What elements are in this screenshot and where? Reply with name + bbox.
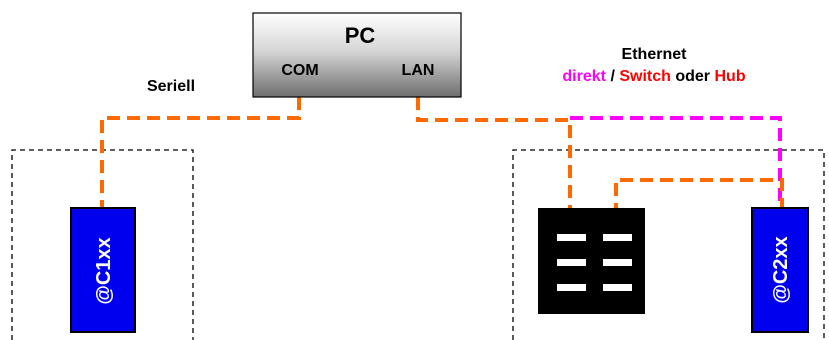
pc-port-lan: LAN <box>402 62 435 79</box>
pc-port-com: COM <box>281 62 318 79</box>
switch-port <box>557 234 586 241</box>
switch-port <box>557 259 586 266</box>
serial-label: Seriell <box>147 78 195 95</box>
pc-box: PC COM LAN <box>252 12 462 98</box>
pc-title: PC <box>345 23 376 48</box>
device-left-label: @C1xx <box>93 237 115 304</box>
switch-port <box>603 259 632 266</box>
option-direct: direkt <box>562 68 606 85</box>
option-separator: / <box>610 68 615 85</box>
device-right: @C2xx <box>751 207 809 333</box>
option-hub: Hub <box>714 68 745 85</box>
switch-hub <box>538 208 645 314</box>
device-right-label: @C2xx <box>770 236 792 303</box>
serial-cable <box>100 97 301 208</box>
option-switch: Switch <box>619 68 671 85</box>
ethernet-direct-cable <box>570 116 782 208</box>
device-left: @C1xx <box>70 207 136 333</box>
switch-port <box>557 284 586 291</box>
lan-cable-to-switch <box>416 97 572 236</box>
switch-port <box>603 284 632 291</box>
ethernet-title: Ethernet <box>622 46 688 63</box>
ethernet-options: direkt / Switch oder Hub <box>562 68 745 85</box>
option-conjunction: oder <box>675 68 710 85</box>
switch-port <box>603 234 632 241</box>
right-enclosure <box>512 149 825 340</box>
